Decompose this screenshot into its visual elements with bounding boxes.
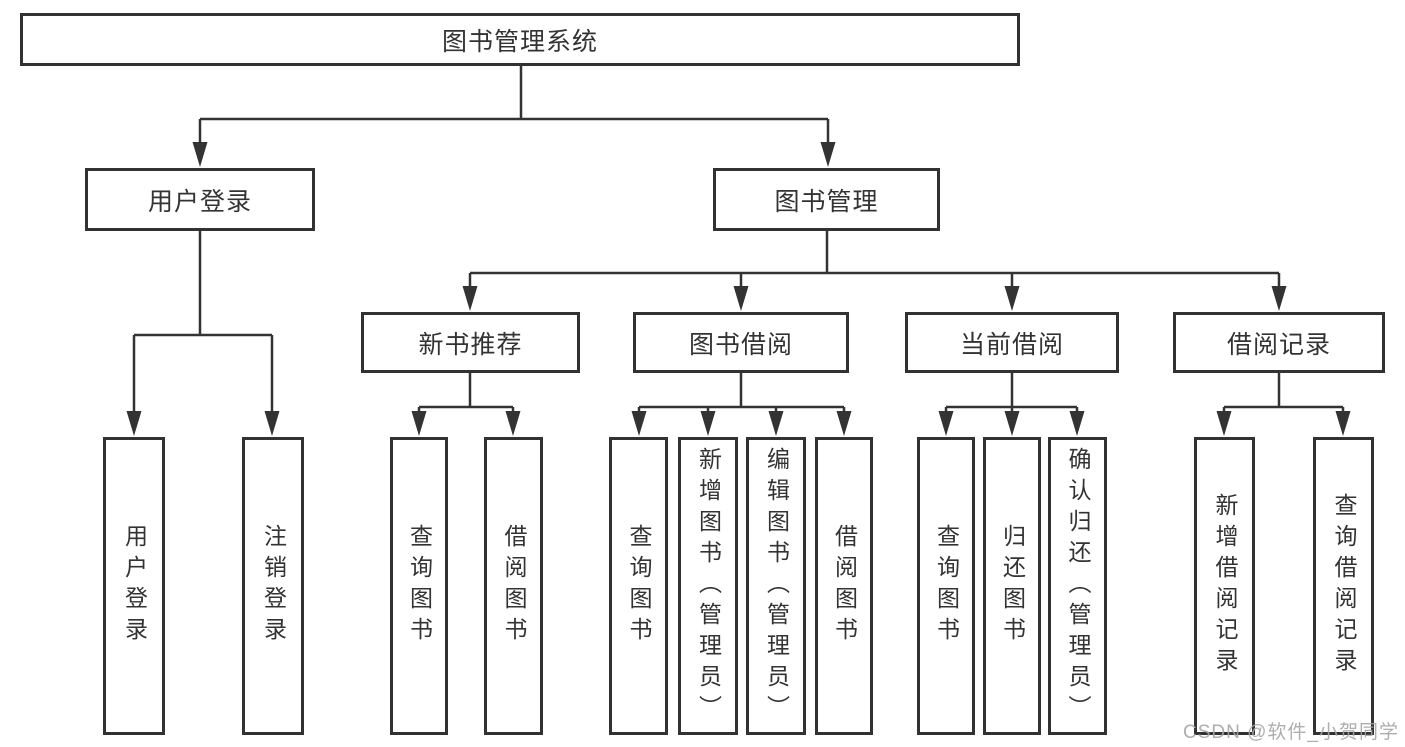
leaf-logout-login-label: 注销登录: [260, 524, 287, 648]
arrow-down-icon: [1069, 411, 1085, 436]
node-new-book-recommend-label: 新书推荐: [418, 330, 523, 359]
node-book-borrow: 图书借阅: [633, 312, 849, 373]
node-current-borrow-label: 当前借阅: [959, 330, 1064, 359]
arrow-down-icon: [1004, 411, 1020, 436]
arrow-down-icon: [1216, 411, 1232, 436]
arrow-down-icon: [938, 411, 954, 436]
node-root-label: 图书管理系统: [441, 27, 598, 56]
leaf-borrow-book-recommend: 借阅图书: [484, 437, 543, 735]
leaf-query-borrow-record: 查询借阅记录: [1313, 437, 1374, 735]
node-new-book-recommend: 新书推荐: [361, 312, 580, 373]
node-borrow-records: 借阅记录: [1173, 312, 1385, 373]
leaf-return-book-label: 归还图书: [999, 524, 1026, 648]
leaf-add-borrow-record-label: 新增借阅记录: [1212, 493, 1238, 679]
connector-borrow-records-to-leaves: [1216, 373, 1351, 436]
watermark: CSDN @软件_小贺同学: [1183, 722, 1399, 743]
arrow-down-icon: [411, 411, 427, 436]
leaf-confirm-return-admin-label: 确认归还（管理员）: [1065, 446, 1091, 726]
arrow-down-icon: [700, 411, 716, 436]
leaf-borrow-book: 借阅图书: [815, 437, 873, 735]
leaf-add-book-admin: 新增图书（管理员）: [678, 437, 738, 735]
leaf-query-current-borrow-label: 查询图书: [933, 524, 960, 648]
node-book-management-label: 图书管理: [774, 187, 879, 216]
node-book-borrow-label: 图书借阅: [688, 330, 793, 359]
connector-current-borrow-to-leaves: [938, 373, 1085, 436]
arrow-down-icon: [733, 286, 749, 311]
leaf-confirm-return-admin: 确认归还（管理员）: [1048, 437, 1107, 735]
leaf-borrow-book-recommend-label: 借阅图书: [501, 524, 527, 648]
leaf-user-login: 用户登录: [103, 437, 165, 735]
leaf-user-login-label: 用户登录: [121, 524, 148, 648]
arrow-down-icon: [505, 411, 521, 436]
leaf-query-book-recommend: 查询图书: [390, 437, 448, 735]
node-user-login-label: 用户登录: [147, 187, 252, 216]
arrow-down-icon: [836, 411, 852, 436]
leaf-query-book: 查询图书: [609, 437, 668, 735]
connector-new-book-recommend-to-leaves: [411, 373, 521, 436]
leaf-edit-book-admin-label: 编辑图书（管理员）: [763, 446, 790, 726]
arrow-down-icon: [192, 142, 208, 167]
arrow-down-icon: [1004, 286, 1020, 311]
leaf-query-current-borrow: 查询图书: [917, 437, 975, 735]
node-user-login: 用户登录: [85, 168, 315, 231]
leaf-borrow-book-label: 借阅图书: [831, 524, 858, 648]
connector-book-borrow-to-leaves: [631, 373, 852, 436]
arrow-down-icon: [1271, 286, 1287, 311]
leaf-edit-book-admin: 编辑图书（管理员）: [746, 437, 806, 735]
arrow-down-icon: [768, 411, 784, 436]
arrow-down-icon: [1335, 411, 1351, 436]
node-current-borrow: 当前借阅: [905, 312, 1119, 373]
leaf-query-book-recommend-label: 查询图书: [406, 524, 433, 648]
leaf-query-book-label: 查询图书: [626, 524, 652, 648]
leaf-add-book-admin-label: 新增图书（管理员）: [695, 446, 722, 726]
leaf-return-book: 归还图书: [983, 437, 1041, 735]
node-book-management: 图书管理: [713, 168, 940, 231]
leaf-query-borrow-record-label: 查询借阅记录: [1331, 493, 1357, 679]
connector-user-login-to-leaves: [126, 231, 280, 436]
arrow-down-icon: [126, 411, 142, 436]
node-root: 图书管理系统: [20, 13, 1020, 66]
leaf-logout-login: 注销登录: [242, 437, 304, 735]
arrow-down-icon: [264, 411, 280, 436]
leaf-add-borrow-record: 新增借阅记录: [1194, 437, 1255, 735]
node-borrow-records-label: 借阅记录: [1226, 330, 1331, 359]
connector-root-to-level2: [192, 66, 836, 167]
arrow-down-icon: [631, 411, 647, 436]
arrow-down-icon: [462, 286, 478, 311]
connector-book-management-to-level3: [462, 231, 1287, 311]
arrow-down-icon: [820, 142, 836, 167]
